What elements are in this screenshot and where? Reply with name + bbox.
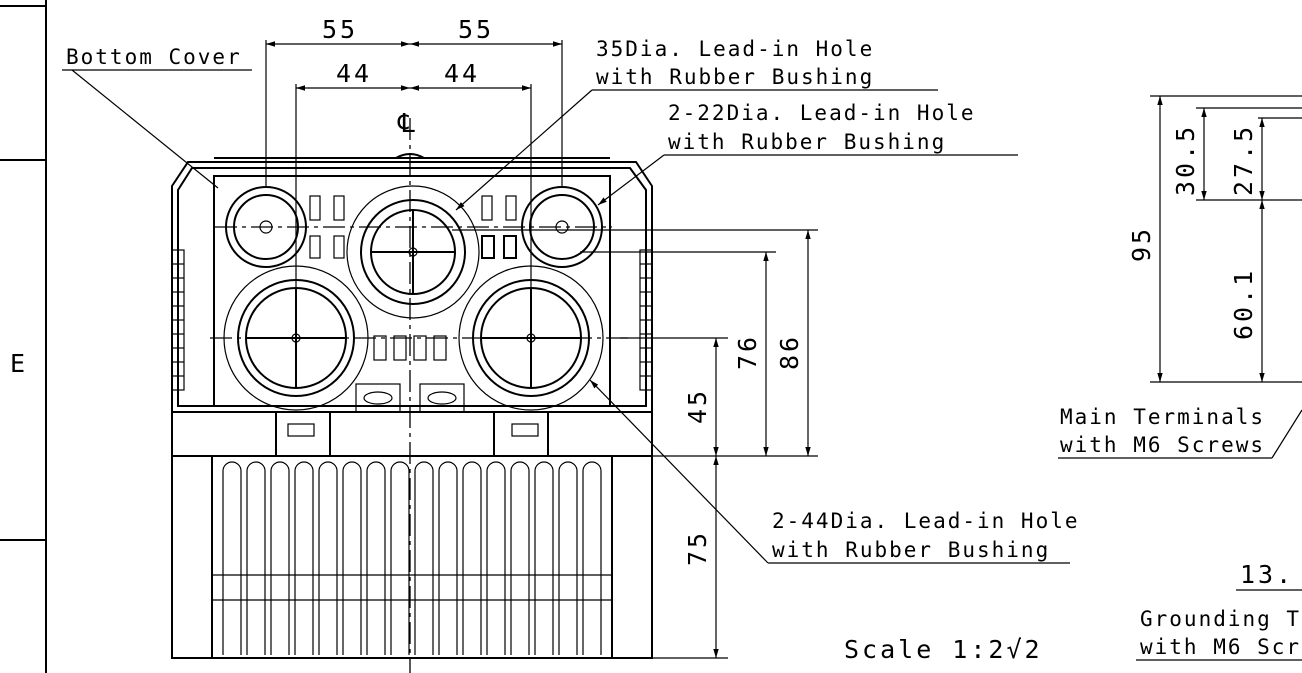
heatsink-fin (534, 461, 554, 655)
sheet-border (0, 0, 47, 673)
side-ribs-right (639, 249, 653, 391)
scale-label: Scale 1:2√2 (844, 635, 1043, 664)
heatsink-fin (486, 461, 506, 655)
top-dimension-lines (265, 40, 563, 338)
zone-letter: E (10, 349, 28, 378)
dim-95: 95 (1127, 226, 1156, 262)
inverter-outline (171, 153, 653, 659)
dim-60-1: 60.1 (1229, 268, 1258, 340)
label-grounding-line2: with M6 Scr (1140, 635, 1301, 659)
heatsink-fin (318, 461, 338, 655)
heatsink-fin (462, 461, 482, 655)
heatsink-fin (558, 461, 578, 655)
dim-76: 76 (733, 334, 762, 370)
label-main-terminals-line2: with M6 Screws (1060, 433, 1265, 457)
side-view-dimension-lines (1058, 95, 1302, 661)
heatsink-fin (582, 461, 602, 655)
dim-55-left: 55 (322, 15, 358, 44)
panel-slots (309, 195, 517, 361)
heatsink-fin (366, 461, 386, 655)
label-bottom-cover: Bottom Cover (66, 45, 242, 69)
label-hole35-line1: 35Dia. Lead-in Hole (596, 37, 874, 61)
label-hole44-line1: 2-44Dia. Lead-in Hole (772, 509, 1080, 533)
dim-44-left: 44 (336, 59, 372, 88)
heatsink-fin (510, 461, 530, 655)
hole-35-center (346, 185, 480, 319)
label-hole22-line2: with Rubber Bushing (668, 130, 946, 154)
heatsink-fin (246, 461, 266, 655)
label-grounding-line1: Grounding T (1140, 607, 1301, 631)
centerlines (210, 118, 630, 673)
callout-leaders (62, 69, 1070, 564)
dim-30-5: 30.5 (1171, 124, 1200, 196)
dim-44-right: 44 (444, 59, 480, 88)
dim-13: 13. (1240, 560, 1294, 589)
heatsink-fins (212, 461, 612, 655)
label-hole22-line1: 2-22Dia. Lead-in Hole (668, 101, 976, 125)
centerline-symbol: ℄ (397, 109, 415, 139)
dim-55-right: 55 (458, 15, 494, 44)
heatsink-fin (438, 461, 458, 655)
label-hole35-line2: with Rubber Bushing (596, 65, 874, 89)
label-main-terminals-line1: Main Terminals (1060, 405, 1265, 429)
heatsink-fin (294, 461, 314, 655)
dim-45: 45 (683, 388, 712, 424)
heatsink-fin (414, 461, 434, 655)
side-ribs-left (171, 249, 185, 391)
heatsink-fin (390, 461, 410, 655)
vertical-dimension-lines (452, 229, 818, 659)
dim-27-5: 27.5 (1229, 124, 1258, 196)
dim-86: 86 (775, 334, 804, 370)
label-hole44-line2: with Rubber Bushing (772, 538, 1050, 562)
dim-75: 75 (683, 530, 712, 566)
heatsink-fin (222, 461, 242, 655)
heatsink-fin (270, 461, 290, 655)
heatsink-fin (342, 461, 362, 655)
